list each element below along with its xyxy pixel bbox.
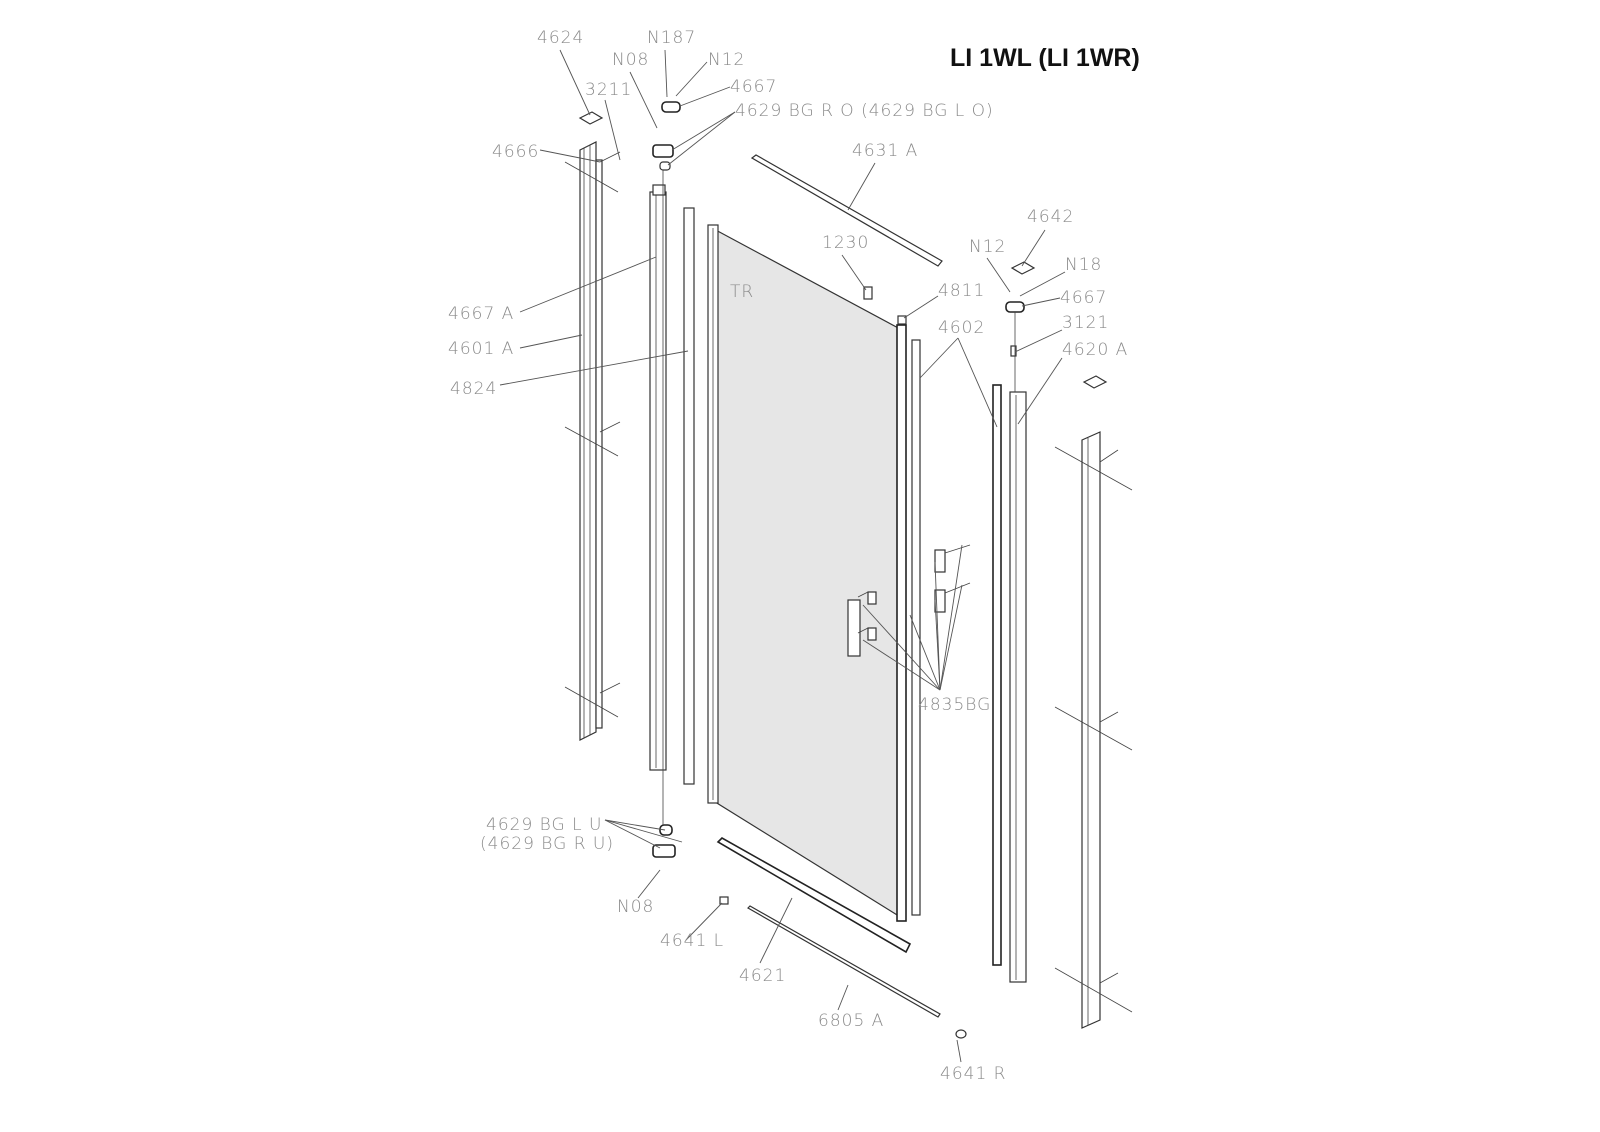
label-4629-top: 4629 BG R O (4629 BG L O) bbox=[735, 101, 994, 121]
label-4629-bottom: 4629 BG L U bbox=[486, 815, 602, 835]
label-4620a: 4620 A bbox=[1062, 340, 1128, 360]
screws bbox=[564, 151, 1133, 1013]
profile-4667a bbox=[649, 184, 667, 771]
label-tr: TR bbox=[730, 282, 754, 302]
label-n12-top: N12 bbox=[708, 50, 745, 70]
label-n12-right: N12 bbox=[969, 237, 1006, 257]
profile-4620a bbox=[1009, 391, 1027, 983]
wall-profile-right bbox=[1081, 431, 1101, 1029]
label-4641r: 4641 R bbox=[940, 1064, 1006, 1084]
top-rail-4631a bbox=[750, 154, 943, 267]
label-4642: 4642 bbox=[1027, 207, 1074, 227]
label-4631a: 4631 A bbox=[852, 141, 918, 161]
label-n18: N18 bbox=[1065, 255, 1102, 275]
label-n08-top: N08 bbox=[612, 50, 649, 70]
label-4824: 4824 bbox=[450, 379, 497, 399]
wall-profile-4601a bbox=[579, 141, 603, 741]
label-4811: 4811 bbox=[938, 281, 985, 301]
seal-6805a bbox=[747, 905, 941, 1018]
label-3121: 3121 bbox=[1062, 313, 1109, 333]
label-4641l: 4641 L bbox=[660, 931, 724, 951]
label-4667-right: 4667 bbox=[1060, 288, 1107, 308]
small-parts bbox=[578, 101, 1108, 1039]
glass-door-panel bbox=[707, 224, 907, 922]
label-4666: 4666 bbox=[492, 142, 539, 162]
label-4621: 4621 bbox=[739, 966, 786, 986]
seal-4824 bbox=[683, 207, 695, 785]
label-4667-top: 4667 bbox=[730, 77, 777, 97]
leader-lines bbox=[499, 49, 1066, 1063]
diagram-title: LI 1WL (LI 1WR) bbox=[950, 44, 1140, 72]
part-labels: 4624 N187 N08 N12 3211 4667 4629 BG R O … bbox=[448, 28, 1128, 1084]
label-4624: 4624 bbox=[537, 28, 584, 48]
label-n187: N187 bbox=[647, 28, 696, 48]
label-4602: 4602 bbox=[938, 318, 985, 338]
bottom-rail-4621 bbox=[716, 837, 912, 954]
label-6805a: 6805 A bbox=[818, 1011, 884, 1031]
label-4667a: 4667 A bbox=[448, 304, 514, 324]
label-4835bg: 4835BG bbox=[918, 695, 991, 715]
leader-4835bg bbox=[862, 544, 963, 691]
label-1230: 1230 bbox=[822, 233, 869, 253]
label-4629-bottom-alt: (4629 BG R U) bbox=[480, 834, 614, 854]
label-4601a: 4601 A bbox=[448, 339, 514, 359]
handle-4835bg bbox=[847, 549, 946, 657]
seal-4602-b bbox=[992, 384, 1002, 966]
seal-4602-a bbox=[911, 339, 921, 916]
label-n08-bottom: N08 bbox=[617, 897, 654, 917]
label-3211: 3211 bbox=[585, 80, 632, 100]
